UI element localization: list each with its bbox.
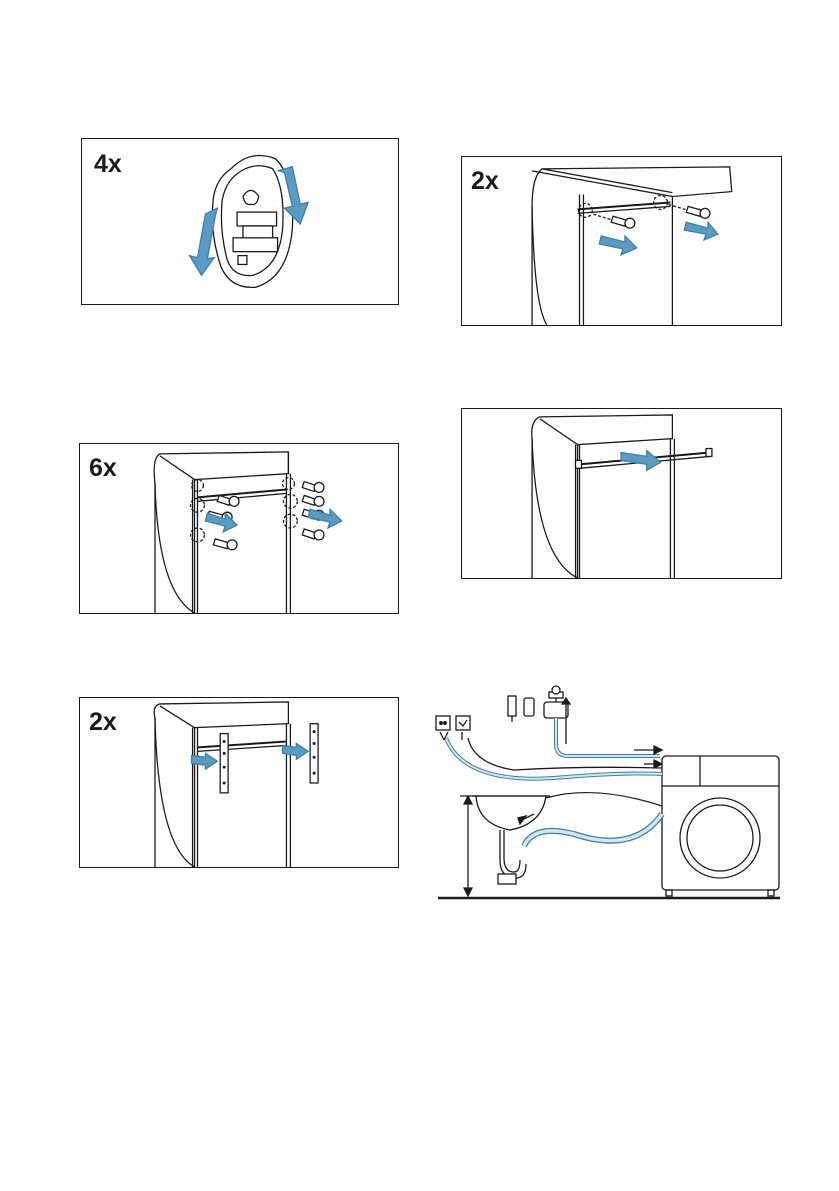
connection-illustration bbox=[434, 674, 784, 904]
rail-removal-icon bbox=[462, 409, 781, 578]
transport-bolt-cover-icon bbox=[82, 139, 398, 304]
water-and-drain-connection-icon bbox=[434, 674, 784, 904]
step-count-2: 2x bbox=[471, 169, 499, 194]
step-count-5: 2x bbox=[89, 710, 117, 735]
step-panel-4 bbox=[461, 408, 782, 579]
side-screws-removal-icon bbox=[80, 444, 398, 613]
step-panel-2: 2x bbox=[461, 156, 782, 326]
step-panel-3: 6x bbox=[79, 443, 399, 614]
step-count-1: 4x bbox=[94, 152, 122, 177]
step-panel-1: 4x bbox=[81, 138, 399, 305]
rear-screw-removal-icon bbox=[462, 157, 781, 325]
bracket-removal-icon bbox=[80, 698, 398, 867]
step-count-3: 6x bbox=[89, 456, 117, 481]
step-panel-5: 2x bbox=[79, 697, 399, 868]
